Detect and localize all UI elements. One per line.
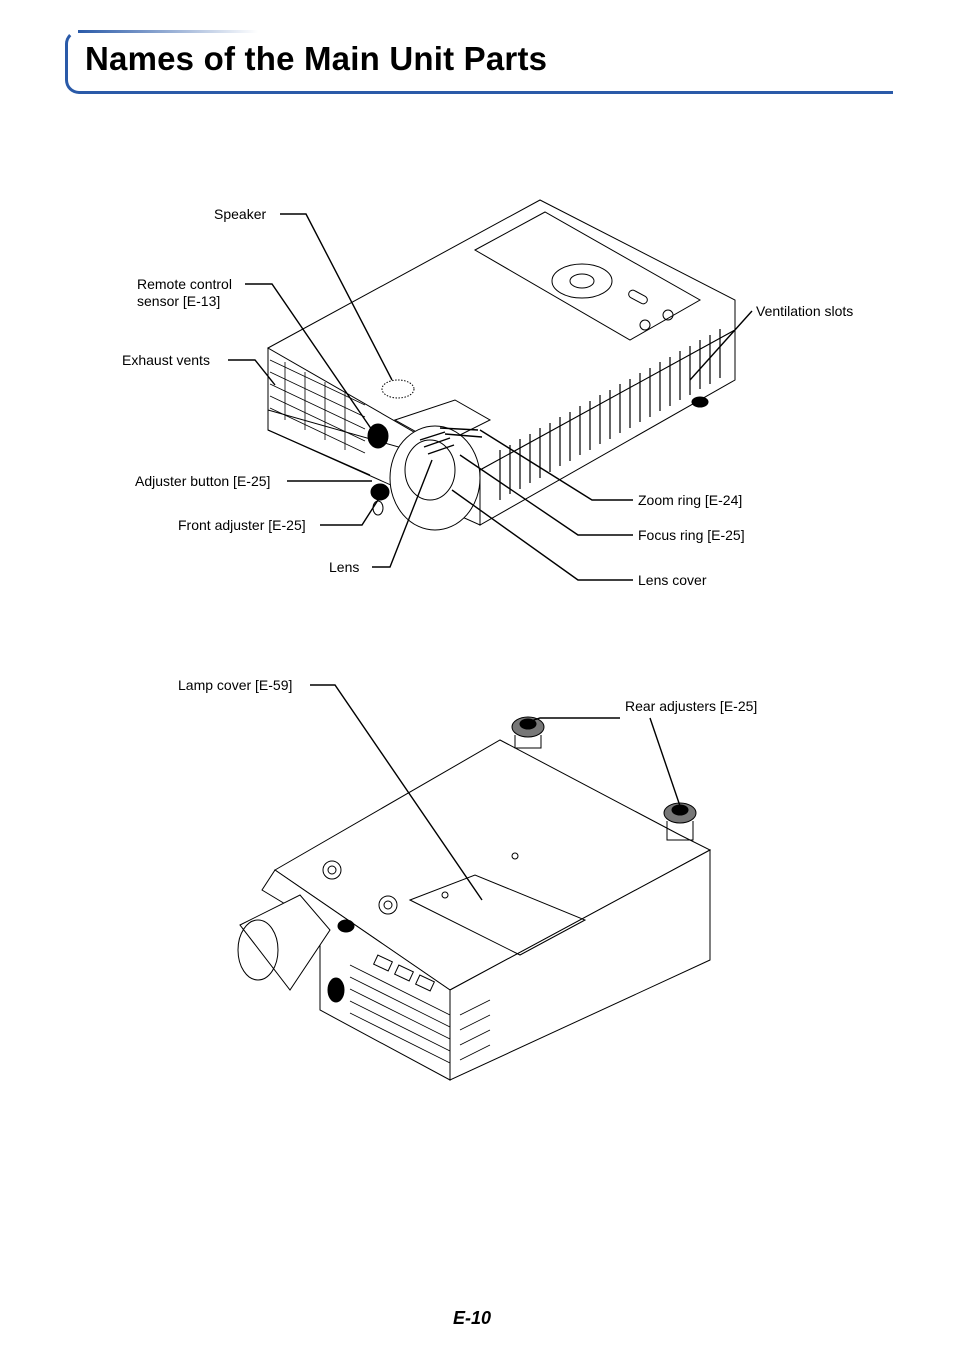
label-adjuster-button: Adjuster button [E-25] [135,473,271,489]
label-lamp-cover: Lamp cover [E-59] [178,677,293,693]
label-remote-sensor-line1: Remote control [137,276,232,292]
rear-adjuster-right [663,802,697,841]
label-zoom-ring: Zoom ring [E-24] [638,492,743,508]
label-lens-cover: Lens cover [638,572,707,588]
projector-top-view [266,199,736,531]
leader-lines [228,213,753,901]
page-title: Names of the Main Unit Parts [85,40,548,77]
label-remote-sensor-line2: sensor [E-13] [137,293,221,309]
label-focus-ring: Focus ring [E-25] [638,527,745,543]
label-lens: Lens [329,559,360,575]
title-accent-line [78,30,258,33]
label-front-adjuster: Front adjuster [E-25] [178,517,306,533]
label-speaker: Speaker [214,206,267,222]
page-number: E-10 [453,1308,492,1328]
rear-adjuster-left [511,716,545,749]
label-ventilation-slots: Ventilation slots [756,303,854,319]
title-frame [65,30,893,94]
label-exhaust-vents: Exhaust vents [122,352,210,368]
label-rear-adjusters: Rear adjusters [E-25] [625,698,758,714]
projector-bottom-view [237,716,712,1081]
